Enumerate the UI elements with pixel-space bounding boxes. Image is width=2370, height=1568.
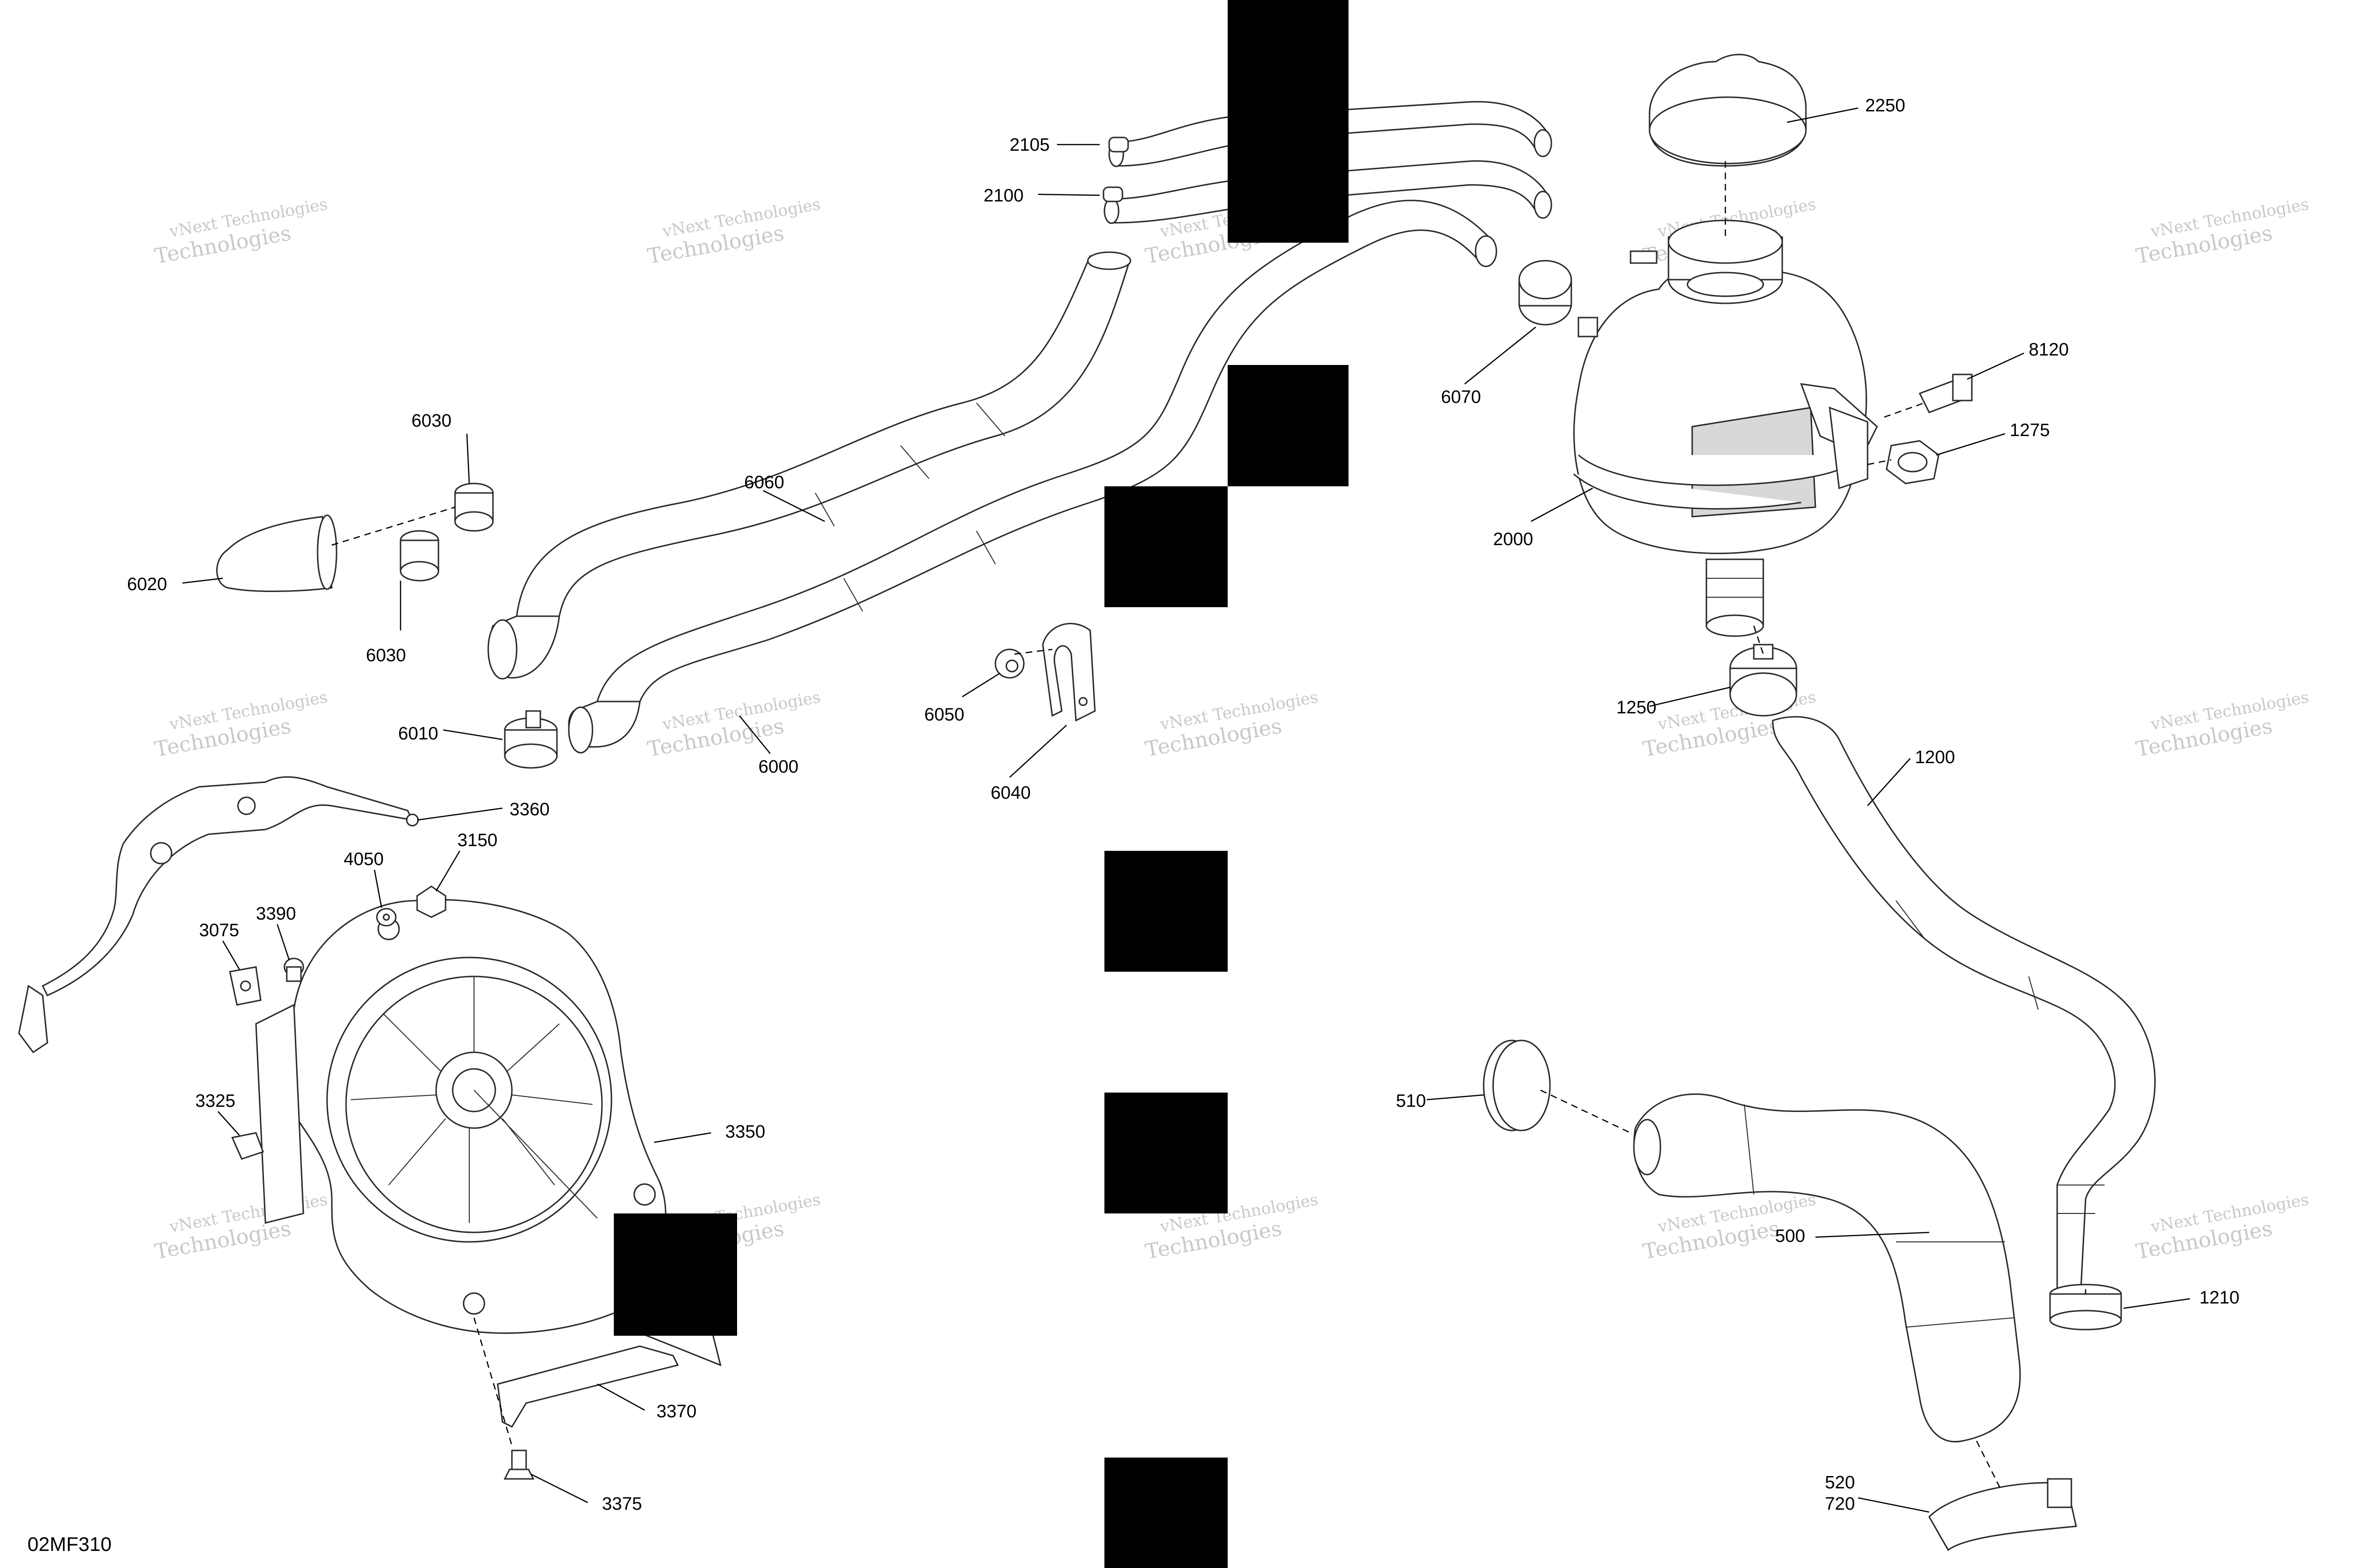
redaction-block xyxy=(614,1213,737,1336)
callout-6060: 6060 xyxy=(744,473,784,492)
tank-2000 xyxy=(1573,219,1878,554)
watermark: vNext Technologies Technologies xyxy=(153,195,329,269)
callout-500: 500 xyxy=(1775,1226,1805,1246)
watermark: vNext Technologies Technologies xyxy=(646,195,822,269)
clamp-1250 xyxy=(1729,644,1797,717)
callout-labels: 2105 2100 2250 6070 8120 1275 2000 6030 … xyxy=(127,96,2240,1514)
redaction-block xyxy=(1228,365,1349,486)
callout-520: 520 xyxy=(1825,1473,1855,1493)
bracket-3370 xyxy=(497,1345,679,1428)
leader-lines xyxy=(182,107,2190,1513)
cap-2250 xyxy=(1649,54,1807,167)
nut-1275 xyxy=(1886,440,1940,484)
clamp-6010 xyxy=(504,710,558,769)
redaction-blocks xyxy=(614,0,1349,1568)
callout-6010: 6010 xyxy=(398,724,438,744)
callout-3375: 3375 xyxy=(602,1494,642,1514)
callout-3360: 3360 xyxy=(510,800,550,820)
watermark: vNext Technologies Technologies xyxy=(2134,195,2310,269)
redaction-block xyxy=(1104,486,1228,607)
callout-1200: 1200 xyxy=(1915,748,1955,767)
clamp-6030-lower xyxy=(400,530,439,582)
watermark: vNext Technologies Technologies xyxy=(2134,688,2310,762)
watermark: vNext Technologies Technologies xyxy=(646,688,822,762)
redaction-block xyxy=(1104,1093,1228,1213)
callout-3325: 3325 xyxy=(195,1091,236,1111)
callout-6030-lower: 6030 xyxy=(366,646,406,665)
callout-510: 510 xyxy=(1396,1091,1426,1111)
callout-2250: 2250 xyxy=(1865,96,1905,116)
callout-6030-upper: 6030 xyxy=(411,411,452,431)
callout-3390: 3390 xyxy=(256,904,296,924)
callout-6050: 6050 xyxy=(924,705,965,725)
grommet-3390 xyxy=(283,957,304,982)
bolt-3375 xyxy=(503,1449,535,1480)
bolt-3150 xyxy=(416,885,447,918)
callout-1275: 1275 xyxy=(2010,420,2050,440)
clamp-520-720 xyxy=(1928,1478,2077,1551)
nut-clip-3075 xyxy=(229,966,262,1006)
bolt-8120 xyxy=(1918,374,1973,413)
callout-3075: 3075 xyxy=(199,921,239,940)
clip-6050 xyxy=(994,648,1025,679)
washer-4050 xyxy=(376,908,397,927)
clamp-510 xyxy=(1483,1039,1551,1131)
callout-2000: 2000 xyxy=(1493,529,1533,549)
alignment-lines xyxy=(473,161,2087,1489)
callout-6040: 6040 xyxy=(991,783,1031,803)
watermark: vNext Technologies Technologies xyxy=(153,688,329,762)
callout-4050: 4050 xyxy=(344,849,384,869)
callout-3150: 3150 xyxy=(457,830,498,850)
callout-6070: 6070 xyxy=(1441,387,1481,407)
callout-2100: 2100 xyxy=(984,186,1024,206)
callout-8120: 8120 xyxy=(2029,340,2069,360)
redaction-block xyxy=(1104,1458,1228,1568)
watermark: vNext Technologies Technologies xyxy=(153,1190,329,1264)
reducer-6020 xyxy=(216,514,337,592)
hose-500 xyxy=(1633,1093,2021,1442)
fan-shroud-3350 xyxy=(273,899,666,1334)
callout-3370: 3370 xyxy=(656,1402,697,1422)
diagram-code: 02MF310 xyxy=(27,1533,111,1555)
clamp-6030-upper xyxy=(454,483,494,532)
callout-1210: 1210 xyxy=(2199,1288,2240,1308)
redaction-block xyxy=(1104,851,1228,972)
bracket-3360 xyxy=(18,776,419,1054)
callout-6000: 6000 xyxy=(758,757,799,777)
clamp-1210 xyxy=(2049,1284,2122,1331)
callout-720: 720 xyxy=(1825,1494,1855,1514)
dash-lines-6030 xyxy=(331,506,456,546)
hose-6060 xyxy=(487,251,1131,680)
watermark: vNext Technologies Technologies xyxy=(2134,1190,2310,1264)
callout-6020: 6020 xyxy=(127,574,167,594)
watermark: vNext Technologies Technologies xyxy=(1143,688,1320,762)
clamp-6070 xyxy=(1518,260,1572,326)
spigot-tank-outlet xyxy=(1705,558,1764,637)
hose-6000 xyxy=(568,200,1497,754)
support-6040 xyxy=(1042,623,1096,722)
redaction-block xyxy=(1228,0,1349,243)
callout-1250: 1250 xyxy=(1616,698,1657,718)
callout-2105: 2105 xyxy=(1010,135,1050,155)
hose-1200 xyxy=(1772,716,2156,1290)
connector-3325 xyxy=(231,1132,264,1160)
callout-3350: 3350 xyxy=(725,1122,766,1142)
